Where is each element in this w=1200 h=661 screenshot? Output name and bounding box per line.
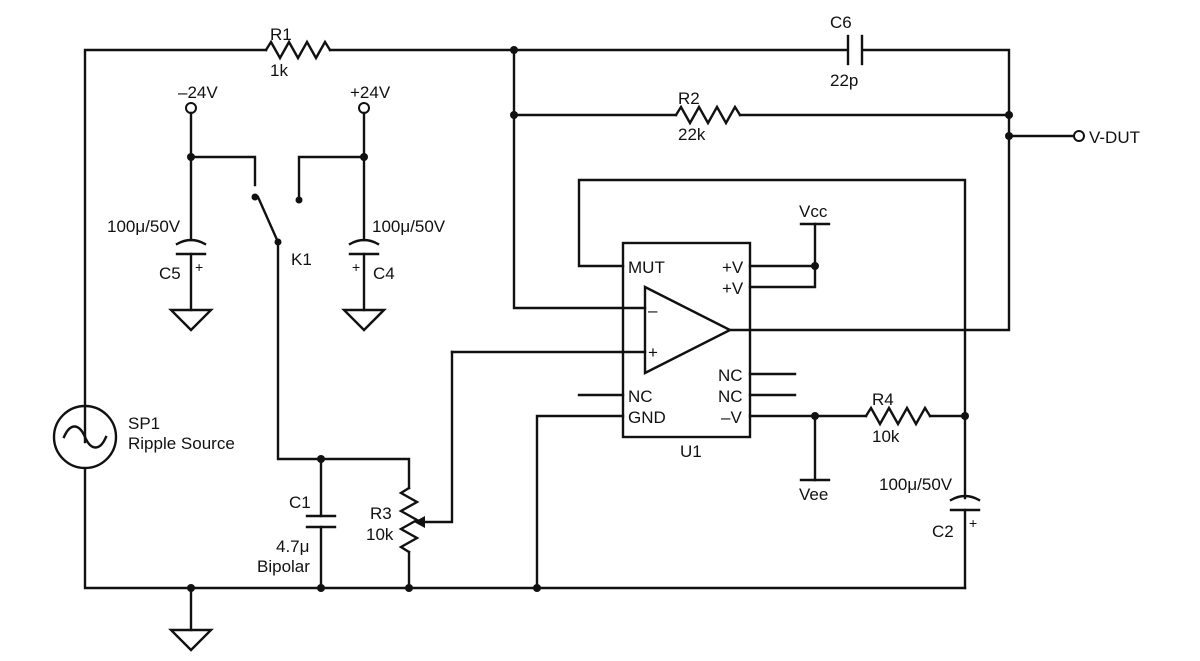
opamp-minus: – [648, 301, 658, 320]
sp1-ref: SP1 [128, 414, 160, 433]
vee-label: Vee [799, 485, 828, 504]
vcc-label: Vcc [799, 202, 828, 221]
r3-value: 10k [366, 525, 394, 544]
gnd-pin-wire [535, 414, 625, 590]
r1-value: 1k [270, 61, 288, 80]
c5-value: 100μ/50V [107, 217, 181, 236]
op-amp-triangle [643, 285, 733, 375]
vdut-terminal [1073, 130, 1085, 142]
u1-pin-gnd: GND [628, 408, 666, 427]
k1-switch [256, 195, 411, 490]
r3-potentiometer [398, 350, 647, 590]
vee-rail [748, 405, 967, 482]
c6-ref: C6 [830, 13, 852, 32]
neg24-label: –24V [178, 83, 218, 102]
u1-pin-vminus: –V [721, 408, 742, 427]
vcc-rail [748, 222, 831, 289]
r2-resistor [512, 48, 1011, 310]
c2-capacitor [949, 494, 981, 590]
u1-pin-nc-right1: NC [718, 366, 743, 385]
junction-dots [187, 46, 1013, 592]
c4-ref: C4 [373, 264, 395, 283]
c1-capacitor [305, 457, 337, 590]
u1-pin-nc-left: NC [628, 387, 653, 406]
r4-ref: R4 [872, 390, 894, 409]
c5-ref: C5 [159, 264, 181, 283]
vdut-output [1007, 130, 1085, 142]
r4-value: 10k [872, 427, 900, 446]
u1-ref: U1 [680, 442, 702, 461]
c5-plus: + [195, 259, 203, 275]
u1-pin-stubs [577, 372, 797, 397]
neg24-supply [168, 102, 257, 332]
pos24-label: +24V [350, 83, 391, 102]
r2-value: 22k [678, 125, 706, 144]
ground-bus [83, 468, 967, 590]
pos24-terminal [358, 102, 370, 114]
c4-value: 100μ/50V [372, 217, 446, 236]
r1-ref: R1 [270, 25, 292, 44]
pos24-supply [297, 102, 387, 332]
u1-pin-nc-right2: NC [718, 387, 743, 406]
r2-ref: R2 [678, 89, 700, 108]
u1-pin-vplus1: +V [722, 258, 744, 277]
u1-pin-mut: MUT [628, 258, 665, 277]
mut-loop-wire [577, 178, 967, 500]
c1-value: 4.7μ [276, 537, 309, 556]
r3-ref: R3 [370, 504, 392, 523]
sp1-ripple-source [52, 404, 118, 470]
c1-ref: C1 [289, 493, 311, 512]
neg24-terminal [185, 102, 197, 114]
top-wire [83, 39, 848, 444]
u1-pin-vplus2: +V [722, 279, 744, 298]
ground-symbol-main [168, 586, 214, 652]
vdut-label: V-DUT [1089, 128, 1140, 147]
c1-note: Bipolar [257, 557, 310, 576]
opamp-plus: + [648, 343, 658, 362]
c6-value: 22p [830, 71, 858, 90]
k1-ref: K1 [291, 250, 312, 269]
c2-value: 100μ/50V [879, 475, 953, 494]
c4-plus: + [352, 259, 360, 275]
c6-capacitor [728, 34, 1011, 332]
u1-body [621, 241, 752, 439]
c2-plus: + [969, 515, 977, 531]
sp1-name: Ripple Source [128, 434, 235, 453]
c2-ref: C2 [932, 522, 954, 541]
